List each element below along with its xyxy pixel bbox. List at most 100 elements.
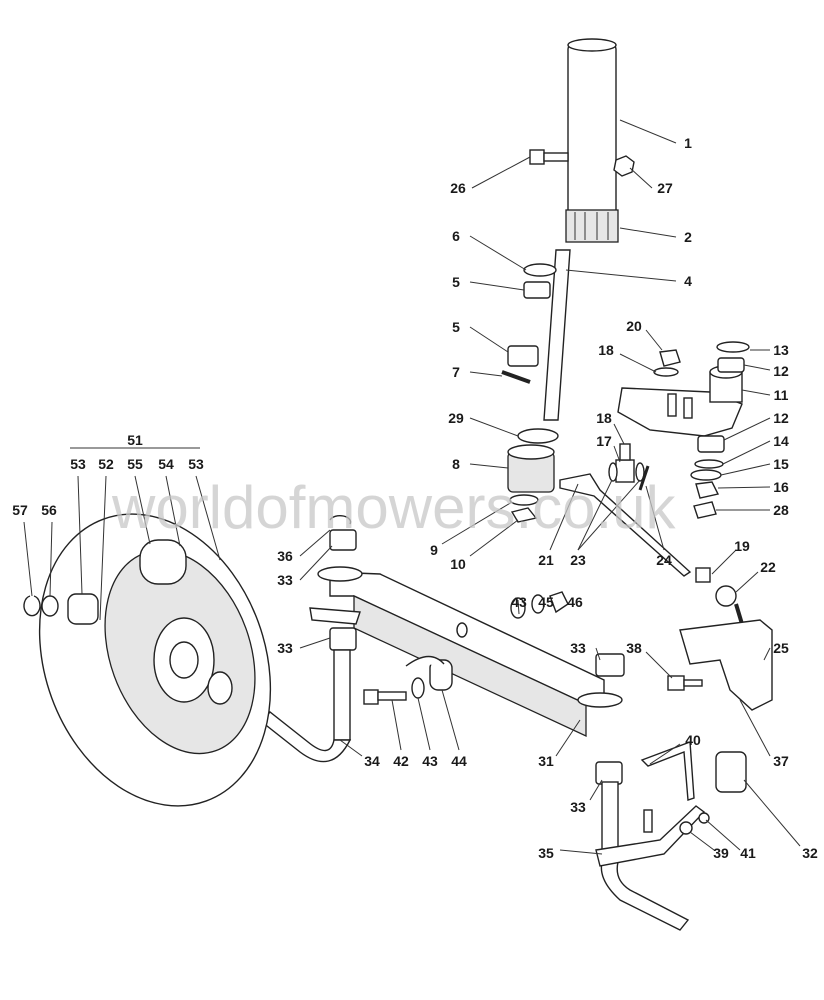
leader-line — [99, 475, 107, 621]
pinion-gear — [507, 444, 555, 523]
leader-line — [49, 521, 53, 597]
leader-line — [299, 545, 333, 581]
leader-line — [613, 445, 621, 463]
watermark: worldofmowers.co.uk — [112, 474, 676, 541]
callout-label: 51 — [127, 432, 143, 448]
leader-line — [469, 519, 519, 557]
callout-label: 18 — [598, 342, 614, 358]
callout-label: 6 — [452, 228, 460, 244]
leader-line — [23, 521, 33, 597]
bushes-and-washers — [501, 263, 559, 444]
drag-link — [559, 443, 744, 625]
leader-line — [613, 423, 625, 445]
leader-line — [565, 269, 677, 282]
leader-line — [741, 389, 771, 396]
front-axle — [317, 514, 625, 785]
leader-line — [589, 779, 603, 801]
callout-label: 15 — [773, 456, 789, 472]
callout-label: 53 — [70, 456, 86, 472]
callout-label: 19 — [734, 538, 750, 554]
leader-line — [705, 819, 741, 851]
steering-tube — [565, 38, 619, 243]
callout-label: 41 — [740, 845, 756, 861]
callout-label: 10 — [450, 556, 466, 572]
callout-label: 35 — [538, 845, 554, 861]
bracket — [667, 619, 773, 711]
callout-label: 44 — [451, 753, 467, 769]
callout-label: 24 — [656, 552, 672, 568]
callout-label: 13 — [773, 342, 789, 358]
leader-line — [723, 417, 771, 441]
leader-line — [469, 281, 525, 291]
leader-line — [763, 647, 771, 661]
callout-label: 23 — [570, 552, 586, 568]
callout-label: 18 — [596, 410, 612, 426]
leader-line — [471, 156, 531, 189]
leader-line — [391, 699, 402, 751]
callout-label: 43 — [422, 753, 438, 769]
callout-label: 56 — [41, 502, 57, 518]
leader-line — [555, 719, 581, 757]
callout-label: 54 — [158, 456, 174, 472]
leader-line — [645, 485, 665, 551]
leader-line — [645, 651, 673, 679]
callout-label: 11 — [773, 387, 789, 403]
callout-label: 52 — [98, 456, 114, 472]
callout-label: 39 — [713, 845, 729, 861]
callout-label: 29 — [448, 410, 464, 426]
leader-line — [441, 501, 513, 545]
callout-label: 12 — [773, 363, 789, 379]
callout-label: 31 — [538, 753, 554, 769]
callout-label: 14 — [773, 433, 789, 449]
callout-label: 46 — [567, 594, 583, 610]
callout-label: 28 — [773, 502, 789, 518]
leader-line — [743, 364, 771, 371]
leader-line — [577, 479, 613, 551]
callout-label: 33 — [570, 640, 586, 656]
front-wheel — [23, 447, 272, 807]
leader-line — [469, 417, 519, 437]
callout-label: 5 — [452, 319, 460, 335]
callout-label: 17 — [596, 433, 612, 449]
leader-line — [619, 353, 657, 373]
leader-line — [134, 475, 151, 545]
callout-label: 36 — [277, 548, 293, 564]
callout-label: 21 — [538, 552, 554, 568]
axle-hardware — [363, 591, 569, 705]
callout-label: 57 — [12, 502, 28, 518]
leader-line — [549, 483, 579, 551]
callout-label: 55 — [127, 456, 143, 472]
callout-label: 32 — [802, 845, 818, 861]
callout-label: 7 — [452, 364, 460, 380]
leader-line — [559, 849, 603, 855]
callout-label: 53 — [188, 456, 204, 472]
leader-line — [689, 831, 715, 851]
leader-line — [735, 571, 759, 593]
leader-line — [711, 549, 737, 575]
leader-line — [739, 699, 771, 757]
nut — [613, 155, 635, 177]
right-spindle — [595, 741, 747, 931]
leader-line — [722, 440, 771, 465]
callout-label: 9 — [430, 542, 438, 558]
callout-label: 1 — [684, 135, 692, 151]
leader-line — [649, 743, 681, 765]
bolt — [529, 149, 569, 165]
callout-label: 2 — [684, 229, 692, 245]
leader-line — [469, 371, 503, 377]
leader-lines — [23, 119, 801, 855]
leader-line — [339, 739, 363, 757]
callout-label: 20 — [626, 318, 642, 334]
leader-line — [629, 167, 653, 189]
leader-line — [195, 475, 221, 561]
leader-line — [469, 235, 527, 271]
left-spindle — [261, 607, 361, 763]
callout-label: 27 — [657, 180, 673, 196]
callout-label: 33 — [277, 572, 293, 588]
leader-line — [645, 329, 663, 351]
leader-line — [165, 475, 181, 547]
callout-label: 8 — [452, 456, 460, 472]
sector-gear — [617, 365, 743, 437]
